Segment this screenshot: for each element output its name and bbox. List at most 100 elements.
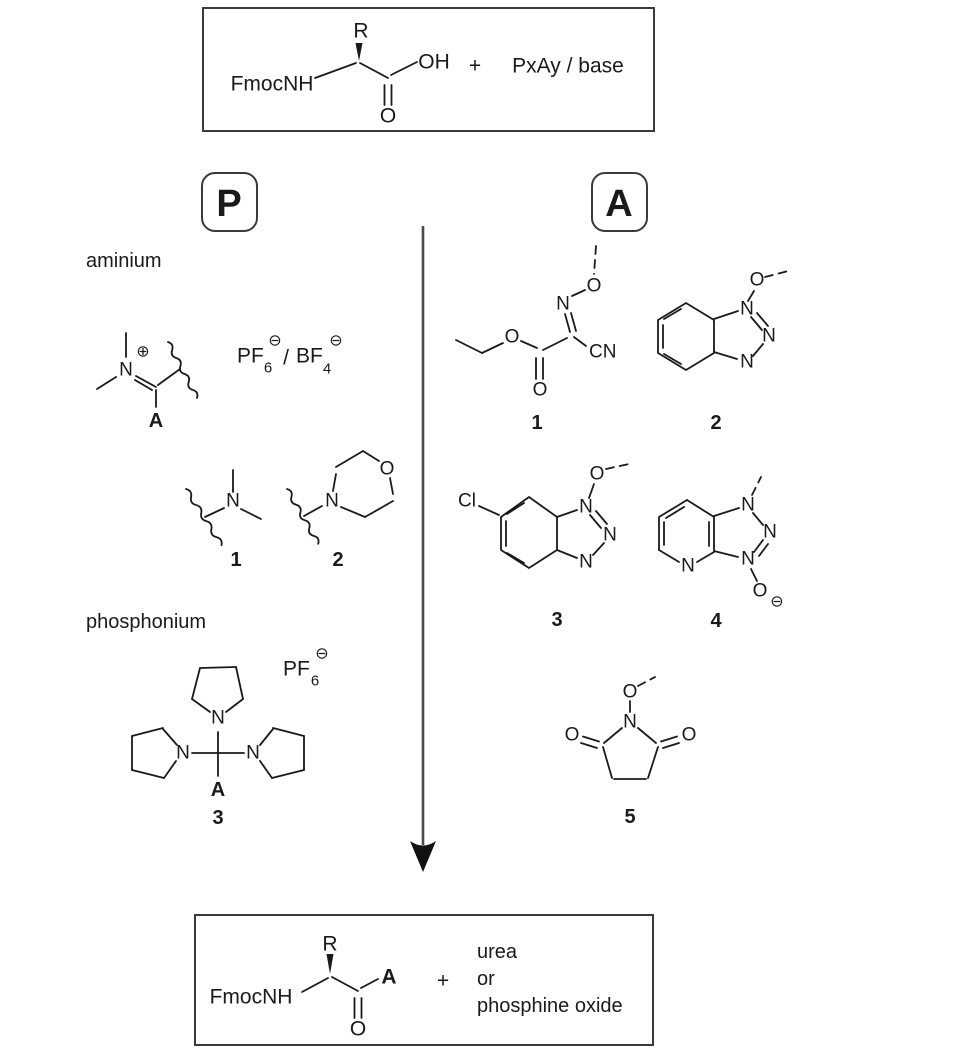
minus-charge-icon: ⊖ — [770, 594, 783, 611]
o-atom-label: O — [565, 725, 580, 746]
wedge-bond — [326, 954, 334, 974]
n-atom-label: N — [325, 491, 339, 512]
fmocnh-label: FmocNH — [210, 986, 293, 1009]
cl-atom-label: Cl — [458, 491, 476, 512]
p-badge-label: P — [216, 183, 241, 225]
azabenzotriazole-structure: N N N N O ⊖ 4 — [658, 476, 784, 632]
top-reactant-box: FmocNH R O OH + PxAy / base — [202, 7, 655, 132]
bf-text: BF — [296, 345, 323, 368]
carbonyl-o-label: O — [380, 105, 396, 128]
o-atom-label: O — [505, 327, 520, 348]
n-atom-label: N — [211, 708, 225, 729]
chloro-benzotriazole-structure: Cl N N N O 3 — [458, 463, 630, 631]
carbonyl-o-label: O — [350, 1018, 366, 1041]
r-group-label: R — [353, 20, 368, 43]
phosphonium-structure: PF 6 ⊖ N N N A 3 — [131, 646, 329, 829]
o-atom-label: O — [380, 459, 395, 480]
reaction-arrow — [410, 226, 436, 872]
n-atom-label: N — [740, 352, 754, 373]
attachment-dashed-bond — [637, 676, 656, 687]
a-badge: A — [591, 172, 648, 232]
n-atom-label: N — [246, 743, 260, 764]
n-atom-label: N — [579, 497, 593, 518]
pf-text: PF — [283, 658, 310, 681]
a-attachment-label: A — [381, 966, 396, 989]
structure-number: 2 — [710, 412, 721, 434]
aminium-heading: aminium — [86, 250, 162, 272]
byproduct-line: or — [477, 968, 495, 990]
wavy-bond — [185, 488, 223, 547]
n-atom-label: N — [226, 491, 240, 512]
n-atom-label: N — [623, 712, 637, 733]
a-badge-label: A — [605, 183, 632, 225]
morpholino-structure: N O 2 — [286, 450, 395, 571]
plus-sign: + — [437, 970, 449, 993]
reagent-label: PxAy / base — [512, 55, 624, 78]
a-badge-border — [591, 172, 648, 232]
p-badge: P — [201, 172, 258, 232]
pf-subscript: 6 — [264, 360, 272, 377]
pf-text: PF — [237, 345, 264, 368]
attachment-dashed-bond — [764, 270, 789, 278]
slash-text: / — [283, 347, 289, 370]
wavy-bond — [167, 341, 199, 399]
attachment-dashed-bond — [751, 476, 762, 496]
structure-number: 5 — [624, 806, 635, 828]
structure-number: 3 — [212, 807, 223, 829]
o-atom-label: O — [753, 581, 768, 602]
counterion-pair-label: PF 6 ⊖ / BF 4 ⊖ — [237, 333, 343, 378]
structure-number: 3 — [551, 609, 562, 631]
structure-number: 1 — [230, 549, 241, 571]
o-atom-label: O — [750, 270, 765, 291]
minus-charge-icon: ⊖ — [329, 333, 342, 350]
minus-charge-icon: ⊖ — [268, 333, 281, 350]
p-badge-border — [201, 172, 258, 232]
plus-charge-icon: ⊕ — [136, 344, 149, 361]
wavy-bond — [286, 488, 320, 545]
o-atom-label: O — [623, 682, 638, 703]
oh-label: OH — [418, 51, 450, 74]
structure-number: 4 — [710, 610, 722, 632]
r-group-label: R — [322, 933, 337, 956]
byproduct-line: urea — [477, 941, 518, 963]
n-atom-label: N — [681, 556, 695, 577]
structure-number: 2 — [332, 549, 343, 571]
box-border — [202, 7, 655, 132]
phosphonium-heading: phosphonium — [86, 611, 206, 633]
oxyma-structure: O N CN O O 1 — [455, 245, 616, 434]
n-atom-label: N — [119, 360, 133, 381]
a-attachment-label: A — [149, 410, 163, 432]
box-border — [194, 914, 654, 1046]
a-attachment-label: A — [211, 779, 225, 801]
n-atom-label: N — [579, 552, 593, 573]
pf-subscript: 6 — [311, 673, 319, 690]
wedge-bond — [355, 43, 363, 61]
n-atom-label: N — [740, 299, 754, 320]
o-atom-label: O — [682, 725, 697, 746]
o-atom-label: O — [590, 464, 605, 485]
o-atom-label: O — [587, 276, 602, 297]
n-atom-label: N — [741, 549, 755, 570]
dimethylamino-structure: N 1 — [185, 469, 262, 571]
arrowhead-icon — [410, 841, 436, 872]
n-atom-label: N — [741, 495, 755, 516]
n-atom-label: N — [763, 522, 777, 543]
fmocnh-label: FmocNH — [231, 73, 314, 96]
bottom-product-box: FmocNH R O A + urea or phosphine oxide — [194, 914, 654, 1046]
byproduct-line: phosphine oxide — [477, 995, 623, 1017]
bf-subscript: 4 — [323, 361, 331, 378]
n-atom-label: N — [603, 525, 617, 546]
structure-number: 1 — [531, 412, 542, 434]
n-atom-label: N — [556, 294, 570, 315]
succinimide-structure: O N O O 5 — [565, 676, 697, 828]
attachment-dashed-bond — [605, 463, 630, 470]
o-atom-label: O — [533, 380, 548, 401]
n-atom-label: N — [176, 743, 190, 764]
plus-sign: + — [469, 55, 481, 78]
n-atom-label: N — [762, 326, 776, 347]
benzotriazole-structure: N N N O 2 — [657, 270, 789, 434]
minus-charge-icon: ⊖ — [315, 646, 328, 663]
attachment-dashed-bond — [593, 245, 597, 275]
